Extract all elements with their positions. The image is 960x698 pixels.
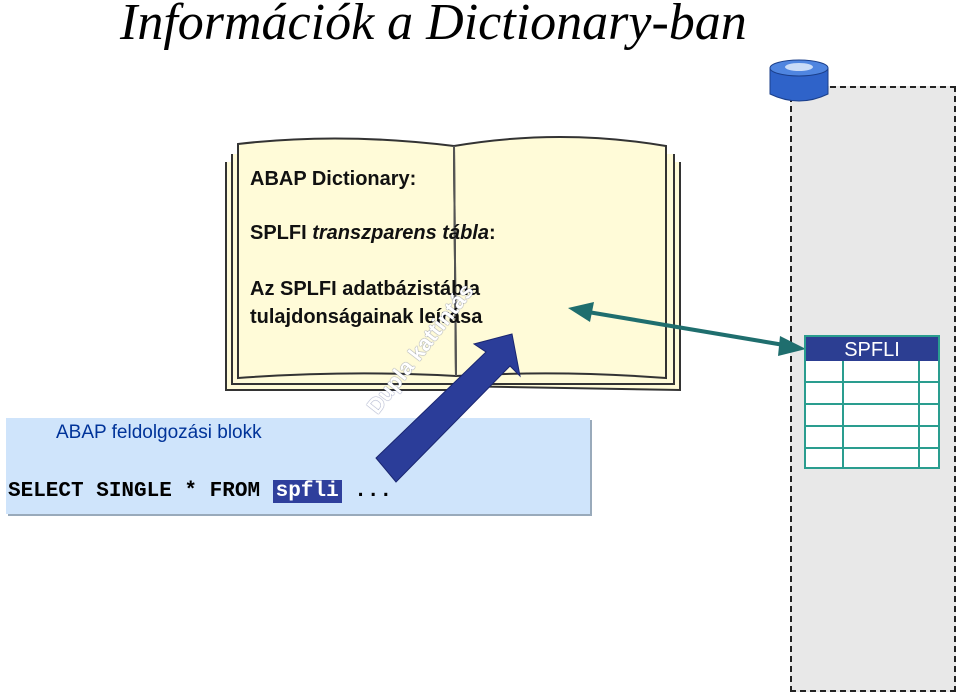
book-description-line1: Az SPLFI adatbázistábla [250,278,481,300]
book-table-line: SPLFI transzparens tábla: [250,222,496,245]
arrowhead-left [568,302,594,322]
spfli-highlight[interactable]: spfli [272,480,342,503]
double-click-arrow [375,333,521,483]
code-prefix: SELECT SINGLE * FROM [8,480,273,503]
book-table-link-line [587,310,791,348]
book-description-line2: tulajdonságainak leírása [250,306,483,328]
database-icon [769,59,829,102]
table-row [806,449,938,469]
arrowhead-right [778,336,806,356]
code-suffix: ... [341,480,393,503]
select-statement: SELECT SINGLE * FROM spfli ... [8,480,392,503]
spfli-table-header: SPFLI [806,337,938,361]
table-row [806,361,938,383]
spfli-table: SPFLI [804,335,940,469]
table-row [806,427,938,449]
book-table-colon: : [488,222,496,244]
open-book-icon [225,136,681,392]
book-table-kind: transzparens tábla [312,222,489,244]
table-row [806,405,938,427]
abap-block-title: ABAP feldolgozási blokk [56,422,262,443]
slide-title: Információk a Dictionary-ban [120,0,747,51]
book-heading: ABAP Dictionary: [250,168,417,190]
book-table-name: SPLFI [250,222,313,244]
table-row [806,383,938,405]
